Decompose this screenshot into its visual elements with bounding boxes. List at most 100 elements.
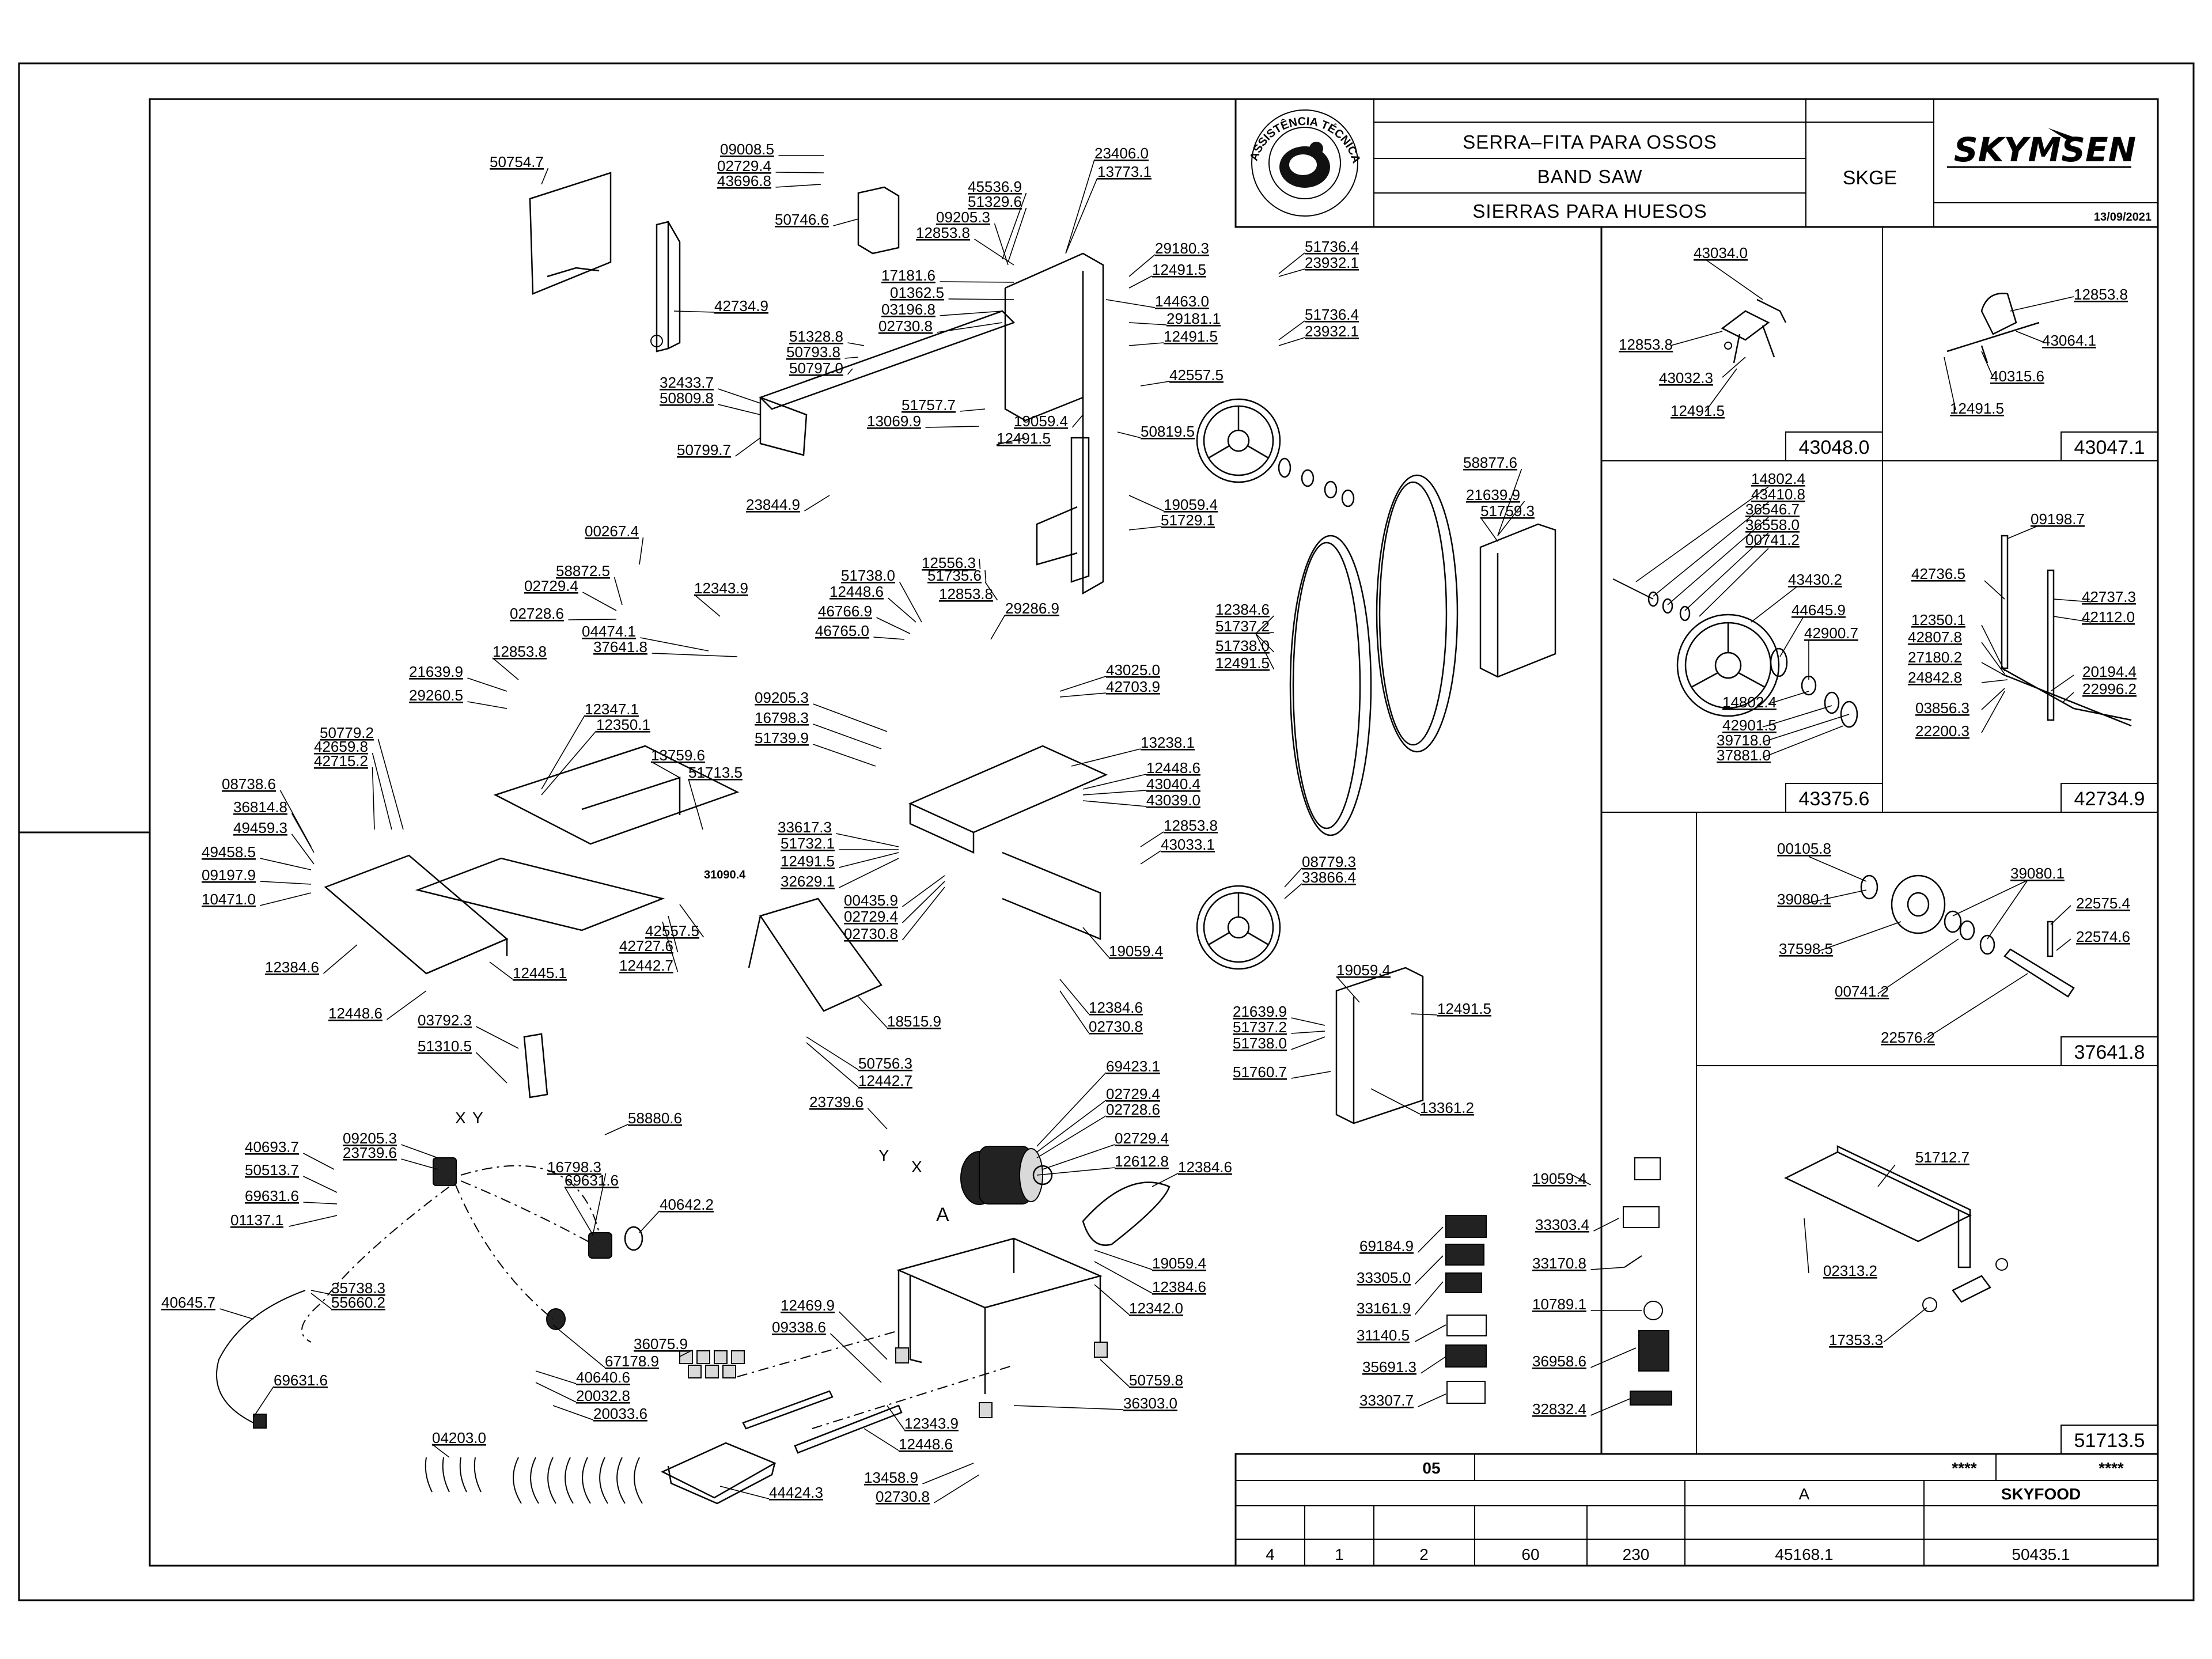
- callout-label: 23406.0: [1094, 145, 1149, 162]
- callout-label: 12445.1: [513, 964, 567, 982]
- callout-leader-line: [291, 834, 315, 865]
- callout-label: 40645.7: [161, 1294, 215, 1311]
- callout-leader-line: [1042, 1144, 1115, 1170]
- p6-label-1: 02313.2: [1823, 1262, 1877, 1279]
- callout-label: 45536.9: [968, 178, 1022, 195]
- callout-leader-line: [679, 904, 704, 938]
- small-mark: 31090.4: [704, 869, 746, 881]
- callout-leader-line: [489, 961, 513, 980]
- callout-leader-line: [431, 1444, 450, 1458]
- callout-label: 33617.3: [778, 819, 832, 836]
- callout-label: 50756.3: [858, 1055, 912, 1072]
- callout-leader-line: [640, 637, 709, 652]
- callout-label: 43040.4: [1146, 775, 1200, 793]
- callout-label: 49459.3: [233, 819, 287, 836]
- p4-label-4: 12350.1: [1911, 611, 1965, 628]
- panel-ref-51713: 51713.5: [2074, 1430, 2145, 1452]
- p2-label-2: 40315.6: [1990, 368, 2044, 385]
- p5-label-5: 37598.5: [1779, 940, 1833, 957]
- callout-leader-line: [1059, 676, 1107, 692]
- callout-leader-line: [1278, 268, 1305, 277]
- callout-leader-line: [552, 1405, 594, 1421]
- callout-leader-line: [718, 404, 761, 415]
- callout-leader-line: [1036, 1072, 1107, 1147]
- callout-label: 50513.7: [245, 1161, 299, 1179]
- p3-label-3: 36558.0: [1745, 516, 1800, 533]
- p4-label-6: 27180.2: [1908, 649, 1962, 666]
- model-code: SKGE: [1843, 167, 1897, 189]
- callout-label: 50799.7: [677, 441, 731, 459]
- callout-leader-line: [1094, 1249, 1153, 1270]
- callout-label: 42659.8: [314, 738, 368, 755]
- authorized-service-seal: ASSISTÊNCIA TÉCNICA AUTORIZADA: [0, 0, 1363, 217]
- callout-leader-line: [639, 537, 644, 565]
- callout-label: 18515.9: [887, 1013, 941, 1030]
- callout-leader-line: [775, 172, 824, 173]
- callout-leader-line: [1411, 1013, 1438, 1016]
- callout-leader-line: [1278, 320, 1305, 340]
- title-en: BAND SAW: [1537, 166, 1643, 187]
- callout-leader-line: [1059, 692, 1107, 698]
- callout-label: 67178.9: [605, 1353, 659, 1370]
- callout-label: 55660.2: [331, 1294, 385, 1311]
- callout-label: 23739.6: [343, 1144, 397, 1161]
- callout-leaders: [219, 155, 1642, 1503]
- callout-leader-line: [541, 168, 549, 185]
- callout-labels: 50754.709008.502729.443696.850746.645536…: [161, 141, 1589, 1505]
- callout-leader-line: [984, 570, 987, 582]
- callout-leader-line: [310, 1293, 332, 1309]
- p2-label-1: 43064.1: [2042, 332, 2096, 349]
- callout-leader-line: [1082, 790, 1147, 796]
- callout-label: 19059.4: [1014, 412, 1068, 430]
- callout-label: 13361.2: [1420, 1099, 1474, 1116]
- table-cell-05: 05: [1422, 1459, 1440, 1477]
- callout-label: 69184.9: [1359, 1237, 1414, 1255]
- callout-label: 12347.1: [585, 700, 639, 718]
- callout-label: 13238.1: [1141, 734, 1195, 751]
- callout-label: 21639.9: [409, 663, 463, 680]
- callout-leader-line: [887, 1405, 905, 1430]
- callout-label: 31140.5: [1357, 1327, 1410, 1344]
- callout-label: 50819.5: [1141, 423, 1195, 440]
- p4-label-8: 20194.4: [2082, 663, 2137, 680]
- table-cell-r4-2: 2: [1419, 1546, 1429, 1563]
- callout-label: 02730.8: [1089, 1018, 1143, 1035]
- callout-label: 02729.4: [717, 157, 771, 175]
- callout-leader-line: [876, 617, 911, 634]
- callout-leader-line: [582, 592, 617, 611]
- callout-leader-line: [1497, 501, 1525, 536]
- callout-leader-line: [310, 1290, 332, 1295]
- table-cell-skyfood: SKYFOOD: [2001, 1485, 2081, 1503]
- p2-label-3: 12491.5: [1950, 400, 2004, 417]
- callout-label: 19059.4: [1109, 942, 1163, 960]
- callout-leader-line: [863, 1428, 899, 1451]
- callout-leader-line: [291, 813, 315, 853]
- callout-leader-line: [475, 1052, 507, 1084]
- callout-leader-line: [830, 1333, 882, 1383]
- callout-label: 21639.9: [1466, 486, 1520, 503]
- callout-label: 09197.9: [202, 866, 256, 884]
- callout-leader-line: [673, 310, 715, 313]
- callout-leader-line: [535, 1382, 577, 1403]
- revision-table: 05 **** **** A SKYFOOD 4 1 2 60 230 4516…: [1234, 1453, 2159, 1567]
- callout-leader-line: [1094, 1261, 1153, 1294]
- callout-leader-line: [541, 715, 585, 790]
- callout-leader-line: [1059, 990, 1089, 1033]
- callout-label: 43039.0: [1146, 791, 1200, 809]
- callout-leader-line: [873, 637, 905, 640]
- callout-leader-line: [694, 594, 721, 617]
- table-cell-r4-0: 4: [1266, 1546, 1275, 1563]
- callout-leader-line: [960, 408, 986, 412]
- p3-label-10: 39718.0: [1717, 732, 1771, 749]
- callout-leader-line: [1284, 868, 1302, 888]
- callout-leader-line: [806, 1036, 859, 1070]
- callout-leader-line: [541, 730, 597, 796]
- callout-leader-line: [323, 944, 358, 974]
- callout-label: 35738.3: [331, 1279, 385, 1297]
- callout-label: 69423.1: [1106, 1058, 1160, 1075]
- p4-label-3: 42112.0: [2082, 608, 2135, 626]
- callout-leader-line: [1418, 1393, 1446, 1407]
- panel-ref-43375: 43375.6: [1799, 788, 1870, 810]
- callout-label: 16798.3: [547, 1158, 601, 1176]
- callout-leader-line: [1414, 1281, 1444, 1315]
